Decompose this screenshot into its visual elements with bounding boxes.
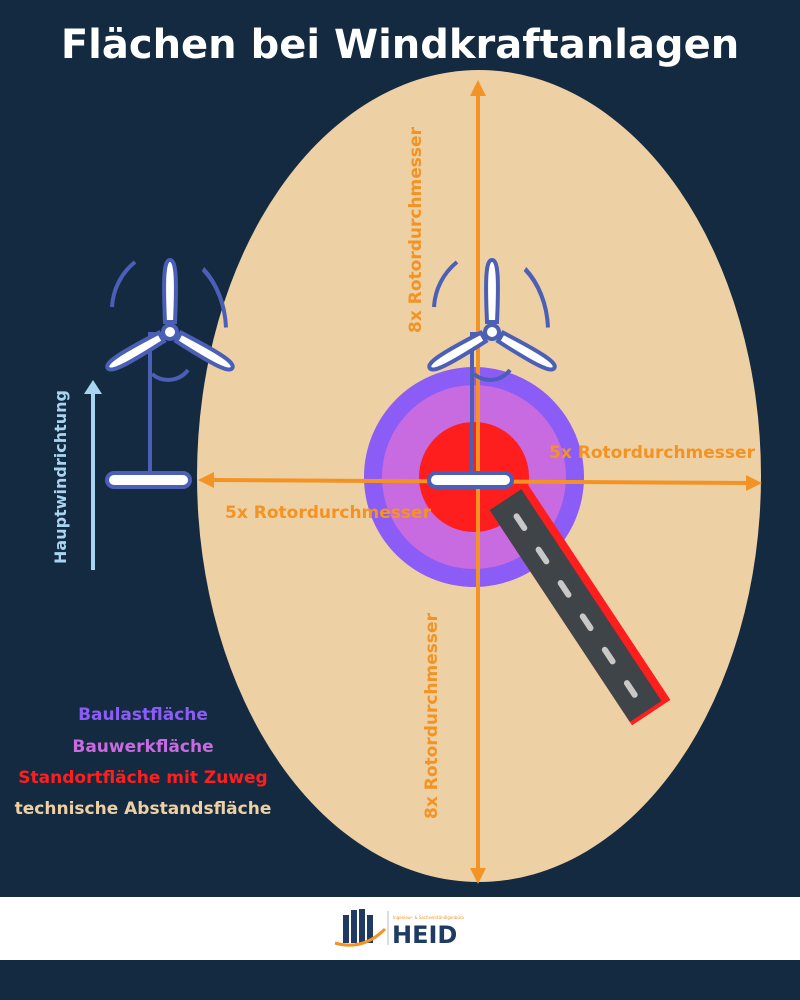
svg-text:Ingenieur- & Sachverständigenb: Ingenieur- & Sachverständigenbüro <box>393 915 465 920</box>
label-8x-top: 8x Rotordurchmesser <box>406 126 426 333</box>
legend-abstand: technische Abstandsfläche <box>14 799 272 819</box>
access-road <box>489 484 671 726</box>
page-title: Flächen bei Windkraftanlagen <box>60 22 740 68</box>
legend-standort: Standortfläche mit Zuweg <box>18 768 268 788</box>
legend-bauwerk: Bauwerkfläche <box>72 737 214 757</box>
wind-direction-arrow <box>84 380 102 570</box>
legend-baulast: Baulastfläche <box>78 705 208 725</box>
building-logo-icon: Ingenieur- & Sachverständigenbüro HEID <box>334 909 465 949</box>
label-5x-left: 5x Rotordurchmesser <box>225 503 432 523</box>
heid-logo: Ingenieur- & Sachverständigenbüro HEID <box>333 907 473 953</box>
svg-text:HEID: HEID <box>392 921 457 949</box>
label-8x-bottom: 8x Rotordurchmesser <box>422 612 442 819</box>
label-5x-right: 5x Rotordurchmesser <box>549 443 756 463</box>
footer <box>0 897 800 960</box>
label-wind-direction: Hauptwindrichtung <box>51 390 70 564</box>
